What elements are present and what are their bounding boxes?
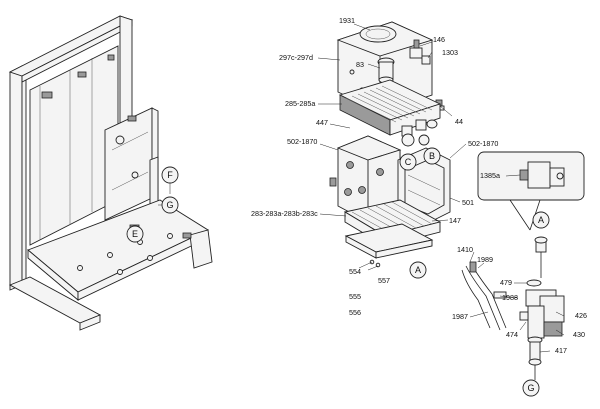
label-555: 555 (349, 292, 361, 301)
circle-f-label: F (167, 170, 173, 180)
circle-g-bottom: G (522, 379, 540, 397)
circle-a-bottom-label: A (415, 265, 421, 275)
label-1385a: 1385a (480, 171, 500, 180)
circle-a-right-label: A (538, 215, 544, 225)
circle-c-label: C (405, 157, 412, 167)
label-447: 447 (316, 118, 328, 127)
boiler-frame (8, 15, 213, 331)
label-1989: 1989 (477, 255, 493, 264)
circle-e: E (126, 225, 144, 243)
label-283-283a-283b-283c: 283-283a-283b-283c (251, 209, 318, 218)
label-479: 479 (500, 278, 512, 287)
label-1303: 1303 (442, 48, 458, 57)
label-44: 44 (455, 117, 463, 126)
label-474: 474 (506, 330, 518, 339)
label-1410: 1410 (457, 245, 473, 254)
label-502-1870-left: 502-1870 (287, 137, 317, 146)
label-1988: 1988 (502, 293, 518, 302)
circle-b: B (423, 147, 441, 165)
leader-lines (317, 23, 565, 353)
gas-valve-inset (477, 151, 585, 231)
circle-a-bottom: A (409, 261, 427, 279)
label-417: 417 (555, 346, 567, 355)
reference-circles: F G E C B A A G (126, 147, 550, 397)
label-147: 147 (449, 216, 461, 225)
circle-g-top-label: G (166, 200, 173, 210)
circle-g-top: G (161, 196, 179, 214)
heat-exchanger-fins (338, 79, 442, 137)
circle-b-label: B (429, 151, 435, 161)
combustion-chamber (329, 133, 451, 225)
part-number-labels: 1931 146 1303 297c-297d 83 285-285a 44 4… (251, 16, 587, 355)
circle-g-bottom-label: G (527, 383, 534, 393)
label-501: 501 (462, 198, 474, 207)
circle-a-right: A (532, 211, 550, 229)
label-285-285a: 285-285a (285, 99, 315, 108)
label-426: 426 (575, 311, 587, 320)
label-146: 146 (433, 35, 445, 44)
circle-e-label: E (132, 229, 138, 239)
circle-f: F (161, 166, 179, 184)
circle-c: C (399, 153, 417, 171)
label-554: 554 (349, 267, 361, 276)
label-502-1870-right: 502-1870 (468, 139, 498, 148)
burner (343, 199, 442, 268)
label-430: 430 (573, 330, 585, 339)
label-556: 556 (349, 308, 361, 317)
label-297c-297d: 297c-297d (279, 53, 313, 62)
label-1931: 1931 (339, 16, 355, 25)
label-83: 83 (356, 60, 364, 69)
gas-piping (461, 236, 565, 380)
label-557: 557 (378, 276, 390, 285)
label-1987: 1987 (452, 312, 468, 321)
